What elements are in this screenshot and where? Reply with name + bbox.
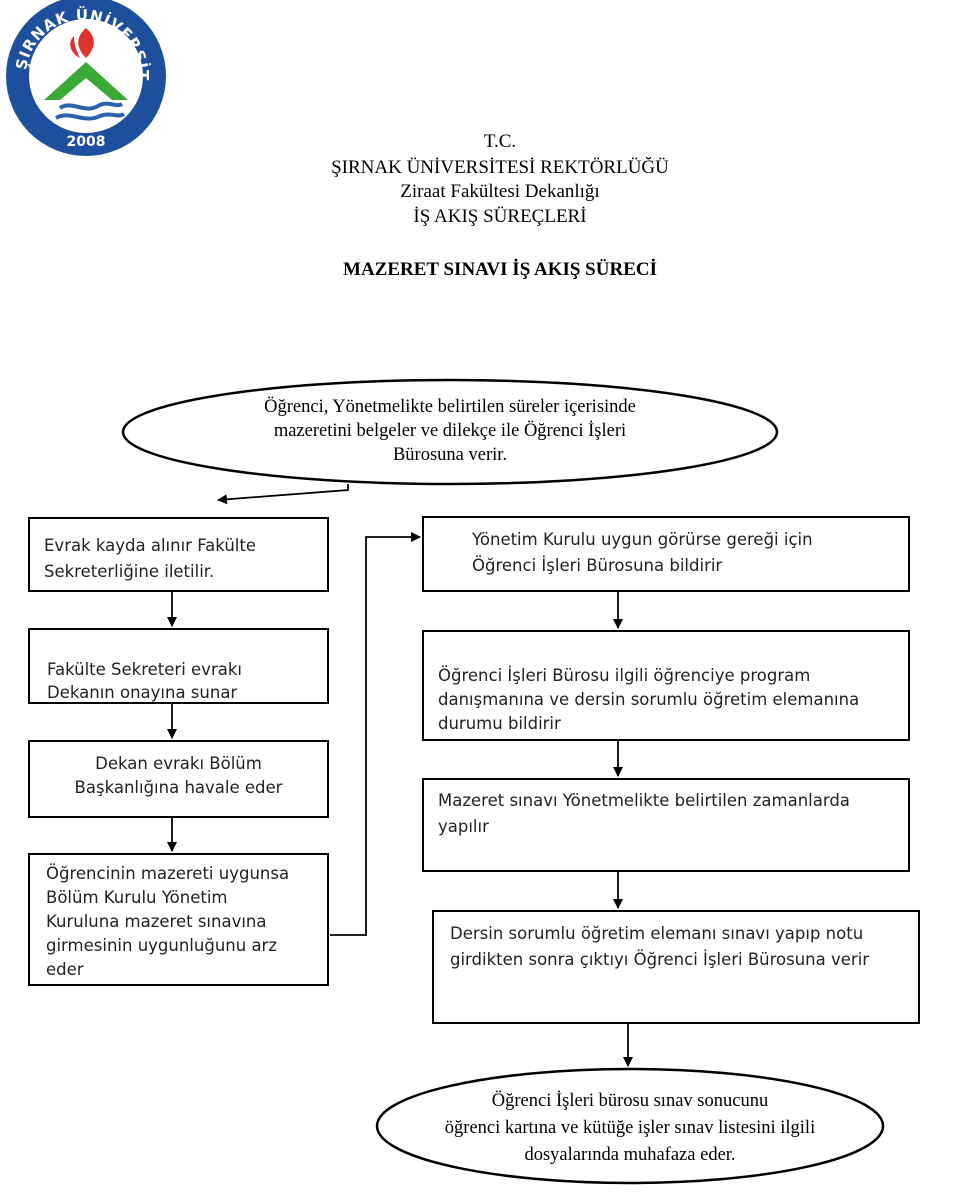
end-oval (375, 1067, 885, 1185)
end-oval-text: Öğrenci İşleri bürosu sınav sonucunu öğr… (390, 1088, 870, 1169)
left-step-4-line-4: girmesinin uygunluğunu arz (46, 936, 277, 955)
end-line-3: dosyalarında muhafaza eder. (524, 1145, 736, 1165)
left-step-4-line-1: Öğrencinin mazereti uygunsa (46, 864, 290, 883)
arrow-start-to-left1 (217, 484, 349, 505)
right-step-2-line-2: danışmanına ve dersin sorumlu öğretim el… (438, 690, 860, 709)
left-step-4-box: Öğrencinin mazereti uygunsa Bölüm Kurulu… (28, 853, 329, 986)
left-step-1-line-2: Sekreterliğine iletilir. (44, 562, 215, 581)
start-line-1: Öğrenci, Yönetmelikte belirtilen süreler… (264, 397, 636, 417)
left-step-4-line-5: eder (46, 960, 84, 979)
start-oval (121, 378, 779, 486)
left-step-2-line-2: Dekanın onayına sunar (47, 683, 238, 702)
right-step-1-box: Yönetim Kurulu uygun görürse gereği için… (422, 516, 910, 592)
left-step-3-line-1: Dekan evrakı Bölüm (95, 754, 262, 773)
right-step-3-line-1: Mazeret sınavı Yönetmelikte belirtilen z… (438, 791, 850, 810)
header-line-tc: T.C. (483, 131, 517, 152)
right-step-3-line-2: yapılır (438, 817, 489, 836)
left-step-2-line-1: Fakülte Sekreteri evrakı (47, 660, 242, 679)
right-step-2-line-3: durumu bildirir (438, 714, 561, 733)
university-logo: T.C. ŞIRNAK ÜNİVERSİTESİ 2008 (0, 0, 166, 156)
right-step-4-line-1: Dersin sorumlu öğretim elemanı sınavı ya… (450, 924, 864, 943)
start-line-3: Bürosuna verir. (392, 445, 508, 465)
right-step-2-box: Öğrenci İşleri Bürosu ilgili öğrenciye p… (422, 630, 910, 741)
left-step-3-line-2: Başkanlığına havale eder (74, 778, 283, 797)
end-line-2: öğrenci kartına ve kütüğe işler sınav li… (444, 1118, 816, 1138)
page-title: MAZERET SINAVI İŞ AKIŞ SÜRECİ (343, 259, 657, 280)
right-step-2-line-1: Öğrenci İşleri Bürosu ilgili öğrenciye p… (438, 666, 811, 685)
right-step-1-line-2: Öğrenci İşleri Bürosuna bildirir (472, 556, 723, 575)
left-step-1-box: Evrak kayda alınır Fakülte Sekreterliğin… (28, 517, 329, 592)
connector-left4-to-right1 (330, 532, 421, 936)
svg-text:2008: 2008 (67, 134, 106, 150)
header-line-university: ŞIRNAK ÜNİVERSİTESİ REKTÖRLÜĞÜ (331, 157, 669, 178)
left-step-1-line-1: Evrak kayda alınır Fakülte (44, 536, 257, 555)
right-step-4-line-2: girdikten sonra çıktıyı Öğrenci İşleri B… (450, 950, 870, 969)
end-line-1: Öğrenci İşleri bürosu sınav sonucunu (491, 1091, 769, 1111)
right-step-3-box: Mazeret sınavı Yönetmelikte belirtilen z… (422, 778, 910, 872)
left-step-4-line-2: Bölüm Kurulu Yönetim (46, 888, 228, 907)
start-line-2: mazeretini belgeler ve dilekçe ile Öğren… (273, 421, 627, 441)
header-line-faculty: Ziraat Fakültesi Dekanlığı (400, 181, 600, 202)
left-step-4-line-3: Kuruluna mazeret sınavına (46, 912, 267, 931)
start-oval-text: Öğrenci, Yönetmelikte belirtilen süreler… (140, 395, 760, 467)
header-line-processes: İŞ AKIŞ SÜREÇLERİ (413, 206, 587, 227)
right-step-4-box: Dersin sorumlu öğretim elemanı sınavı ya… (432, 910, 920, 1024)
left-step-2-box: Fakülte Sekreteri evrakı Dekanın onayına… (28, 628, 329, 704)
right-step-1-line-1: Yönetim Kurulu uygun görürse gereği için (472, 530, 813, 549)
left-step-3-box: Dekan evrakı Bölüm Başkanlığına havale e… (28, 740, 329, 818)
